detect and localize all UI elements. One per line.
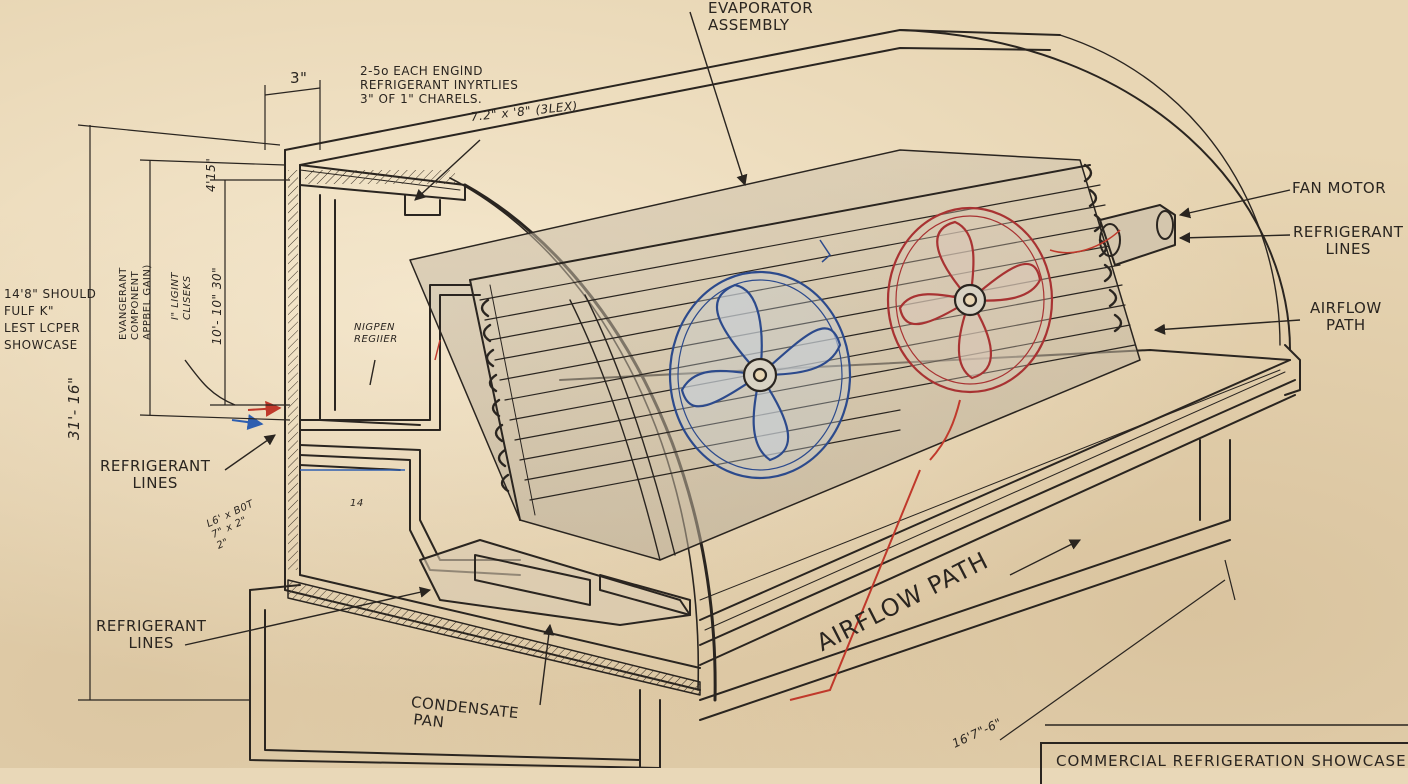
leader-ref-lines-bottom (184, 586, 432, 646)
leader-ref-lines-left (224, 434, 276, 471)
label-evaporator-assembly: EVAPORATOR ASSEMBLY (708, 0, 813, 34)
label-line: ASSEMBLY (708, 16, 790, 34)
label-line: AIRFLOW (1310, 299, 1382, 317)
label-line: REFRIGERANT (96, 617, 207, 635)
note-line: 14'8" SHOULD (4, 287, 97, 301)
red-flow-line-3 (1049, 229, 1121, 254)
note-small-inner: NIGPEN REGIIER (354, 322, 398, 346)
airflow-main-arrow (1009, 539, 1082, 576)
note-line: EVANGERANT (118, 267, 129, 340)
dim-inner-height (139, 159, 291, 421)
dim-text-height-mid: 10'- 10" 30" (210, 266, 224, 345)
note-vertical-1: EVANGERANT COMPONENT APPBEL GAIN) (118, 264, 154, 340)
note-line: FULF K" (4, 304, 54, 318)
red-fan (886, 206, 1054, 394)
dim-text-top-width: 3" (290, 69, 308, 87)
note-top: 2-5o EACH ENGlND REFRIGERANT INYRTLIES 3… (360, 64, 518, 106)
label-refrigerant-lines-right: REFRIGERANT LINES (1293, 224, 1403, 258)
title-block: COMMERCIAL REFRIGERATION SHOWCASE (1040, 742, 1408, 784)
note-line: SHOWCASE (4, 338, 78, 352)
label-line: LINES (1325, 240, 1371, 258)
leader-evaporator (689, 11, 748, 187)
fan-motor-shape (1099, 204, 1176, 266)
dim-overall-height (77, 124, 281, 701)
label-line: REFRIGERANT (100, 457, 211, 475)
red-supply-arrow (247, 400, 282, 417)
title-block-text: COMMERCIAL REFRIGERATION SHOWCASE (1056, 752, 1407, 770)
dim-mid-height (210, 179, 290, 406)
dim-top-width (264, 80, 321, 150)
red-flow-line-2 (929, 399, 961, 461)
leader-airflow-right (1153, 319, 1301, 335)
note-line: NIGPEN (354, 322, 396, 333)
leader-section (414, 139, 481, 201)
dim-text-height-overall: 31'- 16" (65, 376, 83, 440)
note-line: 2-5o EACH ENGlND (360, 64, 483, 78)
label-refrigerant-lines-bottom: REFRIGERANT LINES (96, 618, 206, 652)
note-line: LEST LCPER (4, 321, 81, 335)
label-line: REFRIGERANT (1293, 223, 1404, 241)
label-line: PATH (1326, 316, 1366, 334)
note-line: I" LIGINT (170, 271, 181, 320)
note-line: CLISEKS (182, 275, 193, 320)
note-line: REGIIER (354, 334, 398, 345)
blue-return-arrow (231, 414, 264, 431)
showcase-drawing (77, 11, 1408, 768)
leader-ref-lines-right (1178, 232, 1291, 244)
cabinet-housing (284, 29, 1061, 696)
dim-text-lower-small: 14 (350, 498, 364, 509)
red-flow-line (789, 469, 921, 701)
condensate-pan-shape (419, 539, 691, 626)
label-line: LINES (128, 634, 174, 652)
leader-condensate (539, 623, 555, 706)
label-line: EVAPORATOR (708, 0, 814, 17)
note-line: APPBEL GAIN) (142, 264, 153, 340)
note-line: COMPONENT (130, 270, 141, 340)
dim-length (999, 559, 1236, 741)
leader-fan-motor (1178, 189, 1291, 219)
blue-fan (668, 270, 852, 480)
label-line: LINES (132, 474, 178, 492)
note-line: 3" OF 1" CHARELS. (360, 92, 483, 106)
cabinet-base (249, 439, 1231, 768)
note-line: REFRIGERANT INYRTLIES (360, 78, 519, 92)
label-refrigerant-lines-left: REFRIGERANT LINES (100, 458, 210, 492)
label-airflow-path-right: AIRFLOW PATH (1310, 300, 1382, 334)
note-vertical-2: I" LIGINT CLISEKS (170, 272, 194, 320)
note-left: 14'8" SHOULD FULF K" LEST LCPER SHOWCASE (4, 286, 96, 354)
label-fan-motor: FAN MOTOR (1292, 179, 1387, 197)
dim-text-height-small: 4'15" (204, 157, 218, 192)
